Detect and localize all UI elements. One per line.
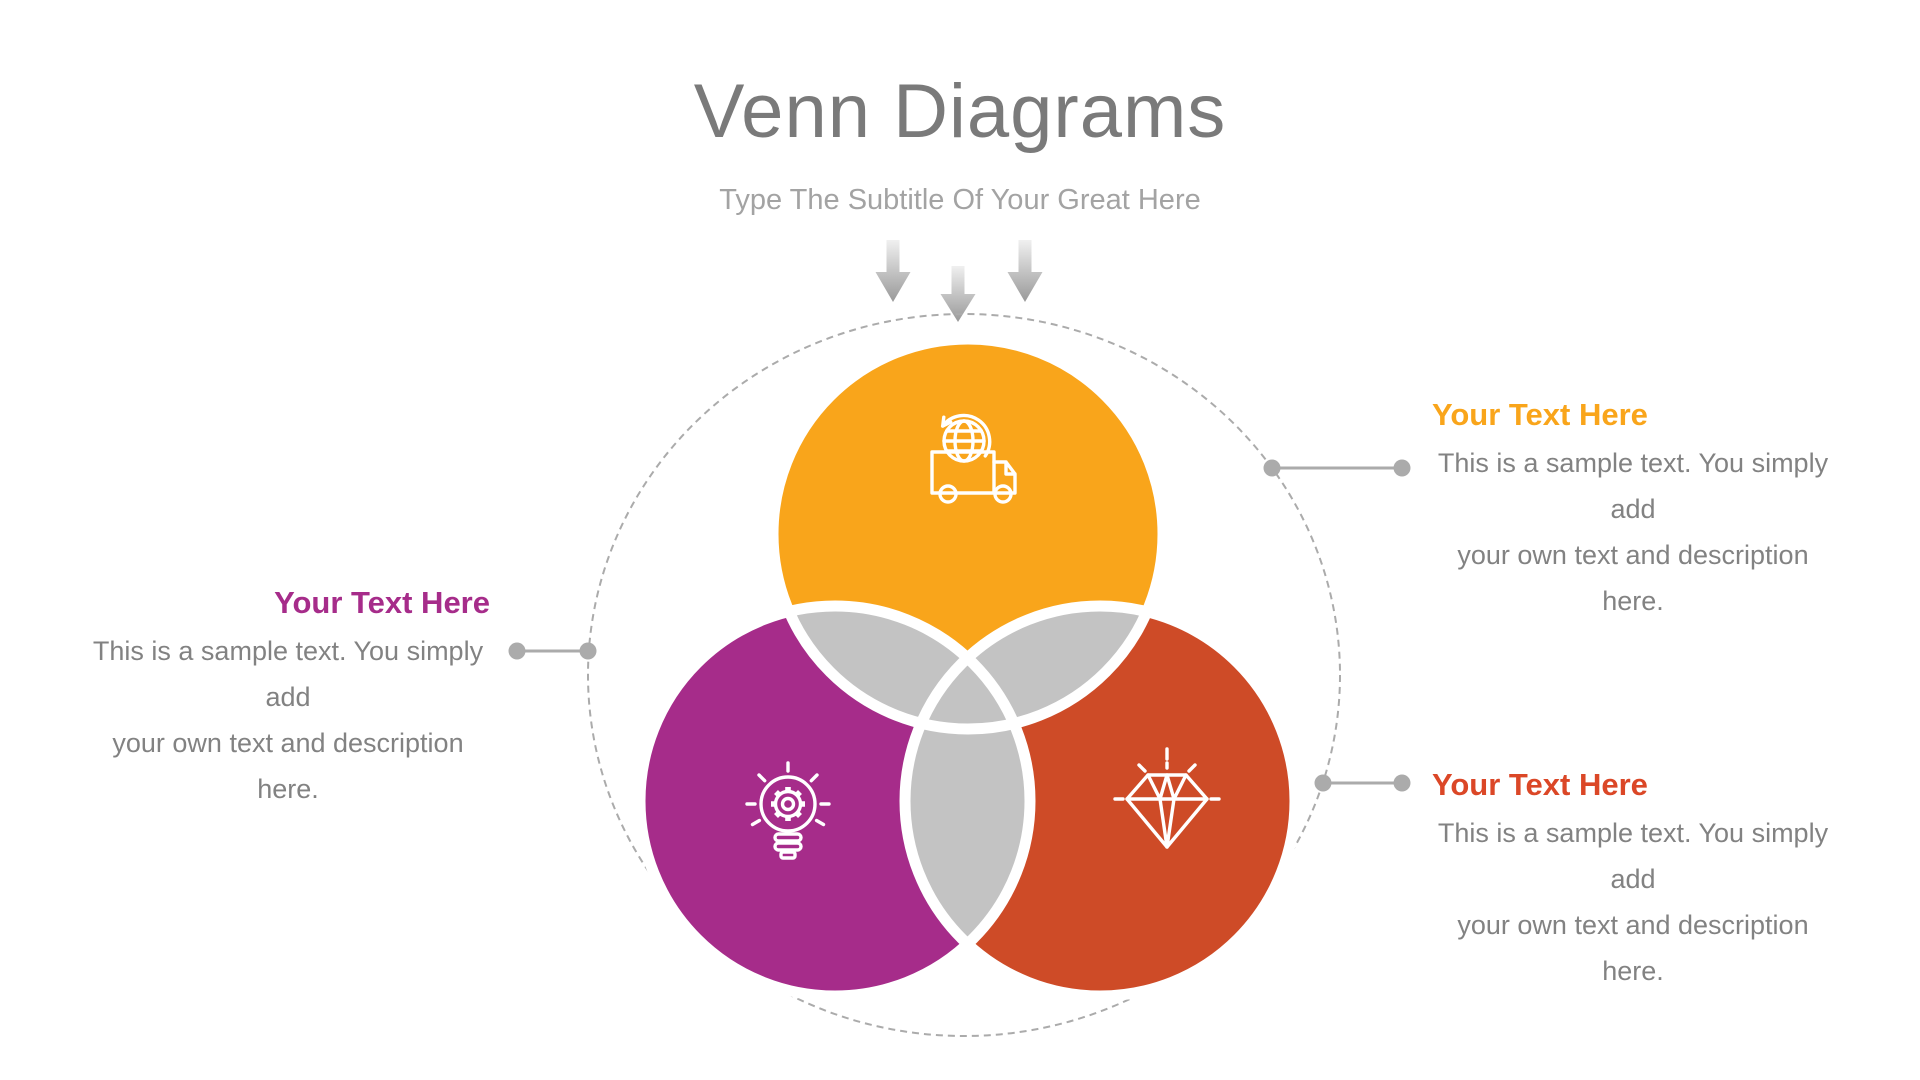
connector-dot [1393,774,1411,792]
callout-top-right: Your Text Here This is a sample text. Yo… [1432,396,1834,624]
callout-body: This is a sample text. You simply add yo… [1432,440,1834,624]
connector-bottom-right [1314,774,1411,792]
callout-title: Your Text Here [1432,397,1648,432]
callout-body: This is a sample text. You simply add yo… [1432,810,1834,994]
callout-body-line: your own text and description here. [1457,910,1809,986]
down-arrows [875,240,1043,322]
down-arrow-icon [940,266,976,322]
down-arrow-icon [875,240,911,302]
connector-dot [508,642,526,660]
venn-separators [634,333,1301,1002]
lightbulb-gear-icon [745,761,831,860]
callout-body-line: your own text and description here. [112,728,464,804]
connector-left [508,642,597,660]
connector-dot [1314,774,1332,792]
callout-bottom-right: Your Text Here This is a sample text. Yo… [1432,766,1834,994]
callout-body-line: This is a sample text. You simply add [92,636,484,712]
dashed-outer-ring [587,313,1341,1037]
connector-dot [579,642,597,660]
callout-body-line: This is a sample text. You simply add [1437,448,1829,524]
connector-dot [1263,459,1281,477]
callout-left: Your Text Here This is a sample text. Yo… [86,584,490,812]
down-arrow-icon [1007,240,1043,302]
callout-body-line: This is a sample text. You simply add [1437,818,1829,894]
callout-body: This is a sample text. You simply add yo… [86,628,490,812]
callout-body-line: your own text and description here. [1457,540,1809,616]
callout-title: Your Text Here [274,585,490,620]
diamond-icon [1113,747,1221,849]
callout-title: Your Text Here [1432,767,1648,802]
connector-top-right [1263,459,1411,477]
connector-dot [1393,459,1411,477]
globe-delivery-truck-icon [930,413,1017,504]
page-subtitle: Type The Subtitle Of Your Great Here [719,184,1201,216]
page-title: Venn Diagrams [693,69,1227,154]
